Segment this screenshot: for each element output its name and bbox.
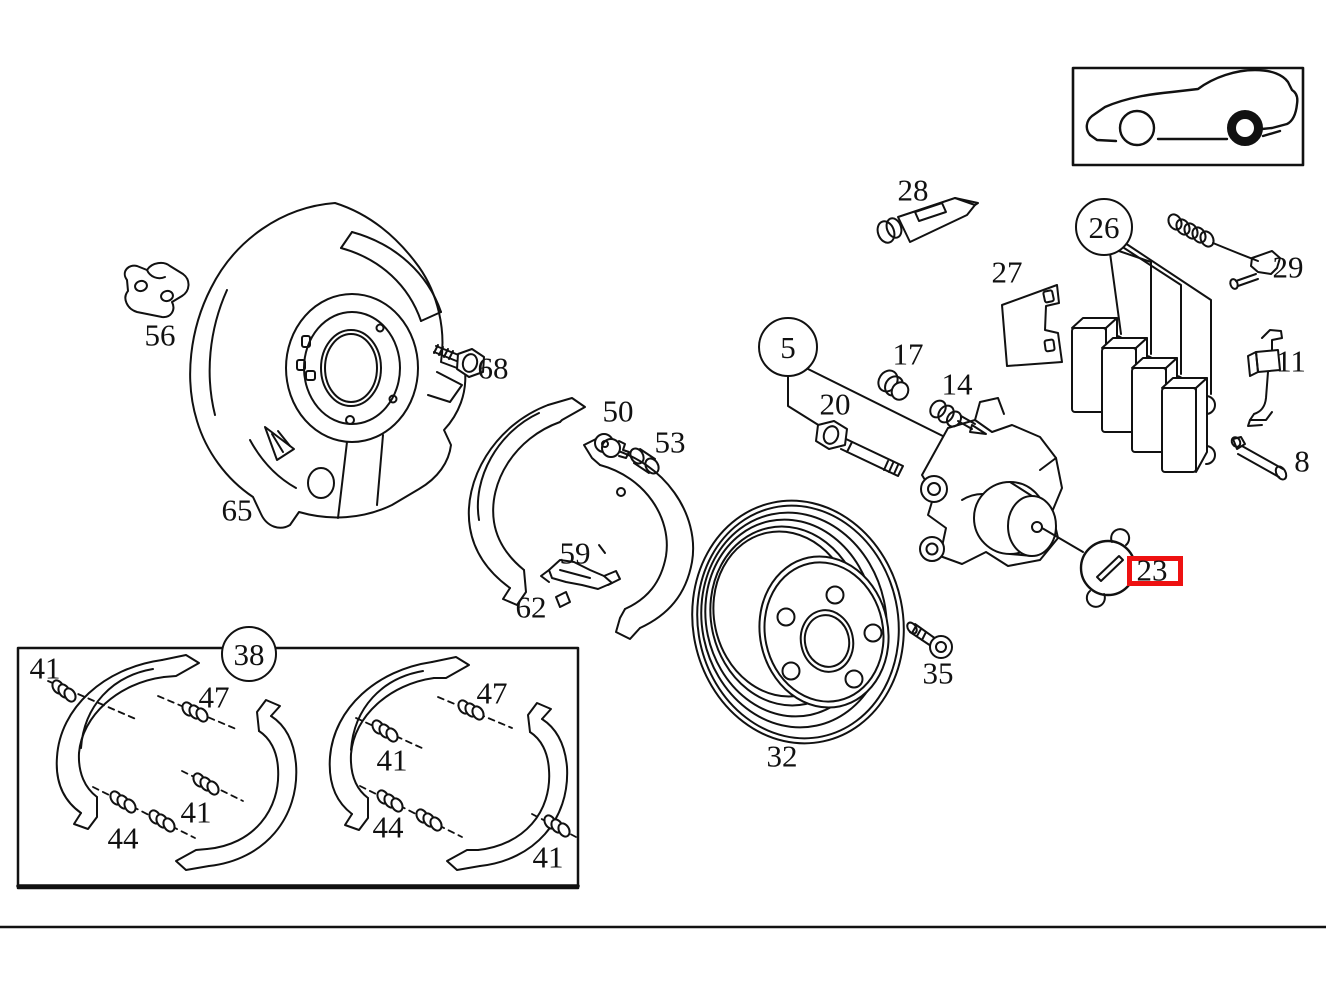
expander-59 [540, 559, 621, 590]
car-inset [1071, 66, 1305, 167]
part-label-32[interactable]: 32 [766, 738, 798, 774]
part-label-68[interactable]: 68 [477, 350, 509, 386]
guide-pin-8 [1230, 436, 1288, 481]
part-label-20[interactable]: 20 [819, 386, 851, 422]
part-label-26[interactable]: 26 [1075, 198, 1133, 256]
part-label-41[interactable]: 41 [29, 650, 61, 686]
wrench-icon [1085, 528, 1131, 608]
part-label-47[interactable]: 47 [198, 679, 230, 715]
bolt-35 [906, 621, 953, 659]
parking-shoe-set-upper [467, 397, 695, 640]
part-label-59[interactable]: 59 [559, 535, 591, 571]
highlight-box [1127, 556, 1183, 586]
caliper-assembly-5 [919, 397, 1063, 567]
part-label-11[interactable]: 11 [1276, 343, 1306, 379]
cap-17 [877, 369, 910, 401]
shoe-kit-box-38 [16, 646, 580, 890]
part-label-53[interactable]: 53 [654, 424, 686, 460]
brake-pads-26 [1071, 317, 1216, 473]
part-label-41[interactable]: 41 [180, 794, 212, 830]
spring-clip-11 [1247, 329, 1283, 427]
paste-tube-28 [876, 197, 979, 244]
shoe-set-left [55, 654, 298, 871]
part-label-41[interactable]: 41 [376, 742, 408, 778]
springs-right-set [355, 696, 577, 838]
clip-62 [555, 591, 571, 608]
part-label-62[interactable]: 62 [515, 589, 547, 625]
wear-sensor-29 [1167, 213, 1281, 290]
part-label-14[interactable]: 14 [941, 366, 973, 402]
part-label-27[interactable]: 27 [991, 254, 1023, 290]
bolt-20 [815, 420, 904, 477]
part-label-17[interactable]: 17 [892, 336, 924, 372]
wrench-symbol [1041, 527, 1137, 608]
bleeder-screw-14 [929, 399, 987, 435]
part-label-50[interactable]: 50 [602, 393, 634, 429]
part-label-56[interactable]: 56 [144, 317, 176, 353]
part-label-44[interactable]: 44 [107, 820, 139, 856]
shim-plate-27 [1001, 284, 1063, 367]
leader-lines-26 [1109, 242, 1212, 395]
part-label-35[interactable]: 35 [922, 655, 954, 691]
adjuster-star-wheel-50 [594, 433, 630, 459]
car-side-rear-wheel-highlighted-icon [1085, 68, 1299, 147]
part-label-44[interactable]: 44 [372, 809, 404, 845]
sleeve-53 [629, 447, 660, 475]
part-label-5[interactable]: 5 [758, 317, 818, 377]
part-label-65[interactable]: 65 [221, 492, 253, 528]
shoe-set-right [328, 656, 569, 871]
springs-left-set [47, 679, 244, 839]
part-label-41[interactable]: 41 [532, 839, 564, 875]
part-label-28[interactable]: 28 [897, 172, 929, 208]
part-label-47[interactable]: 47 [476, 675, 508, 711]
bolt-68 [433, 344, 485, 378]
part-label-23[interactable]: 23 [1136, 552, 1168, 588]
part-label-29[interactable]: 29 [1272, 249, 1304, 285]
part-label-8[interactable]: 8 [1294, 443, 1310, 479]
brake-disc-32 [691, 499, 905, 745]
backing-plate-65 [189, 202, 467, 529]
part-label-38[interactable]: 38 [221, 626, 277, 682]
retainer-bracket-56 [123, 261, 190, 319]
